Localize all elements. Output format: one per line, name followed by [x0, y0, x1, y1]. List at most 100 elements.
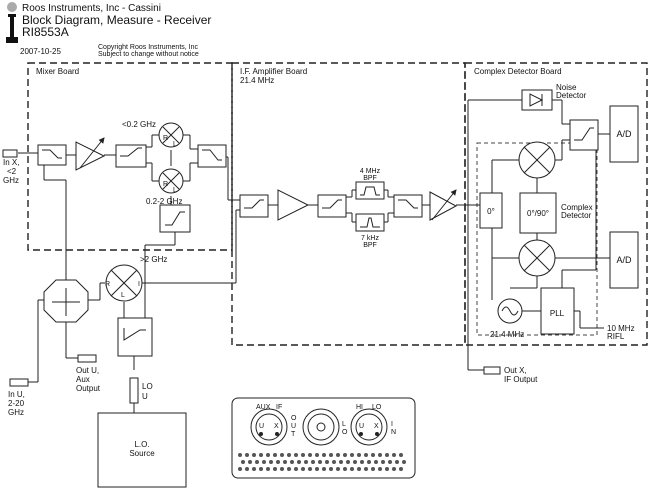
- panel-lo-side-2: O: [342, 429, 348, 436]
- panel-lo-side-1: L: [342, 421, 346, 428]
- if-switch-3: [393, 194, 423, 218]
- vent-hole: [374, 460, 378, 464]
- vent-hole: [297, 460, 301, 464]
- out-u-label-3: Output: [76, 384, 101, 393]
- vent-hole: [385, 467, 389, 471]
- switch-1-arm-icon: [42, 149, 62, 159]
- vent-hole: [308, 453, 312, 457]
- vent-hole: [371, 467, 375, 471]
- in-x-connector: [2, 149, 18, 158]
- if-amplifier-icon: [277, 189, 310, 221]
- vent-hole: [287, 467, 291, 471]
- vent-hole: [304, 460, 308, 464]
- mixer-board-label: Mixer Board: [36, 67, 79, 76]
- in-u-label-1: In U,: [8, 390, 25, 399]
- vent-hole: [388, 460, 392, 464]
- vent-hole: [273, 453, 277, 457]
- mixer-high-i-label: I: [138, 281, 140, 288]
- wiring: [18, 99, 610, 413]
- amp-1-variable-arrow-icon: [79, 137, 105, 169]
- vent-hole: [318, 460, 322, 464]
- vent-hole: [259, 467, 263, 471]
- out-u-connector: [77, 354, 97, 363]
- complex-detector-board-label: Complex Detector Board: [474, 67, 562, 76]
- part-number: RI8553A: [22, 25, 69, 39]
- rf-switch-2: [115, 144, 147, 168]
- switch-3-arm-icon: [202, 149, 222, 161]
- vent-hole: [395, 460, 399, 464]
- if-switch-2-arm-icon: [322, 199, 342, 209]
- lo-path-switch: [117, 317, 153, 357]
- bpf-4mhz-block: [355, 181, 385, 200]
- lo-u-label-2: U: [142, 392, 148, 401]
- phase-shifter-0-90: [519, 192, 557, 234]
- vent-hole: [238, 453, 242, 457]
- vent-hole: [287, 453, 291, 457]
- in-x-label-1: In X,: [3, 158, 19, 167]
- vent-hole: [283, 460, 287, 464]
- vent-hole: [350, 453, 354, 457]
- lo-select-switch: [159, 204, 191, 233]
- if-switch-3-arm-icon: [398, 199, 418, 209]
- rifl-label-2: RIFL: [607, 332, 625, 341]
- copyright-line2: Subject to change without notice: [98, 51, 199, 58]
- vent-hole: [290, 460, 294, 464]
- in-u-label-2: 2-20: [8, 399, 25, 408]
- vent-hole: [378, 467, 382, 471]
- panel-out-u-label: U: [259, 423, 264, 430]
- out-x-label-2: IF Output: [504, 375, 538, 384]
- vent-hole: [381, 460, 385, 464]
- company-name: Roos Instruments, Inc - Cassini: [22, 3, 161, 14]
- panel-in-x-label: X: [374, 423, 379, 430]
- detector-select-switch: [569, 119, 599, 151]
- if-amp-board-label: I.F. Amplifier Board: [240, 67, 307, 76]
- if-amp-board-freq: 21.4 MHz: [240, 76, 274, 85]
- oscillator-sine-icon: [501, 306, 519, 316]
- panel-aux-label: AUX: [256, 404, 271, 411]
- rf-switch-1: [37, 144, 67, 166]
- switch-2-arm-icon: [120, 147, 142, 157]
- vent-hole: [392, 467, 396, 471]
- panel-hi-label: HI: [356, 404, 363, 411]
- vent-hole: [322, 453, 326, 457]
- detector-select-switch-arm-icon: [574, 127, 594, 141]
- vent-hole: [346, 460, 350, 464]
- panel-in-u-label: U: [359, 423, 364, 430]
- panel-out-side-2: U: [291, 423, 296, 430]
- vent-hole: [245, 453, 249, 457]
- vent-hole: [315, 453, 319, 457]
- vent-hole: [311, 460, 315, 464]
- panel-out-side-1: O: [291, 415, 297, 422]
- ad-converter-bottom: [609, 231, 639, 289]
- out-u-label-2: Aux: [76, 375, 90, 384]
- header: Roos Instruments, Inc - Cassini Block Di…: [6, 2, 211, 58]
- vent-hole: [294, 453, 298, 457]
- complex-sub-label1: Complex: [561, 203, 593, 212]
- front-panel: AUX IF HI LO U X O U T L O U X I N: [231, 397, 416, 479]
- vent-hole: [357, 453, 361, 457]
- vent-hole: [364, 467, 368, 471]
- lo-u-connector: [129, 377, 139, 404]
- oscillator-freq-label: 21.4 MHz: [490, 330, 524, 339]
- vent-hole: [336, 467, 340, 471]
- lo-select-switch-arm-icon: [165, 211, 185, 226]
- vent-hole: [252, 453, 256, 457]
- out-u-label-1: Out U,: [76, 366, 99, 375]
- vent-hole: [336, 453, 340, 457]
- complex-detector-board-outline: [464, 62, 648, 346]
- panel-if-label: IF: [276, 404, 282, 411]
- vent-hole: [248, 460, 252, 464]
- logo-bar-stem: [10, 17, 14, 39]
- vent-hole: [329, 467, 333, 471]
- vent-hole: [360, 460, 364, 464]
- vent-hole: [301, 453, 305, 457]
- vent-hole: [339, 460, 343, 464]
- vent-hole: [399, 453, 403, 457]
- panel-vent-holes: [238, 453, 406, 471]
- panel-out-x-label: X: [274, 423, 279, 430]
- lo-source-label-2: Source: [129, 449, 155, 458]
- vent-hole: [402, 460, 406, 464]
- mixer-mid-l-label: L: [173, 187, 177, 194]
